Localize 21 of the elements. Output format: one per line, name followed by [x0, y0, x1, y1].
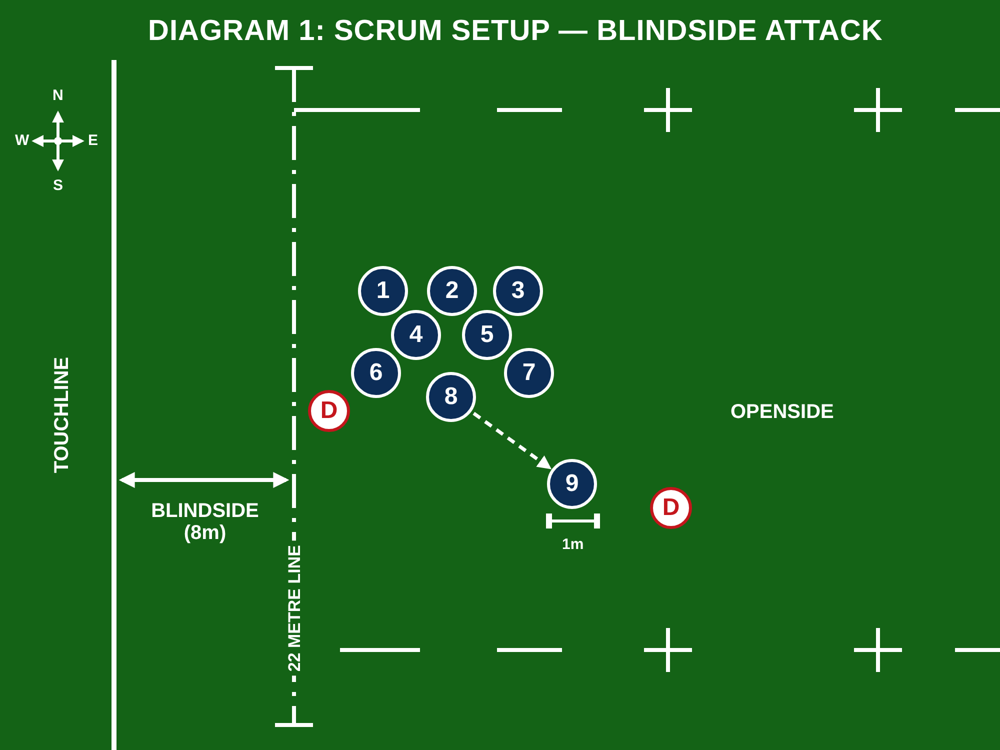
arrow — [472, 412, 552, 470]
player-marker: 2 — [427, 266, 477, 316]
compass-letter: S — [53, 178, 64, 194]
compass-letter: W — [15, 132, 30, 149]
player-marker: 9 — [547, 459, 597, 509]
touchline-label: TOUCHLINE — [51, 356, 74, 474]
zone-label: OPENSIDE — [730, 401, 834, 423]
defender-marker: D — [650, 487, 692, 529]
defender-marker: D — [308, 390, 350, 432]
player-marker: 8 — [426, 372, 476, 422]
player-marker: 6 — [351, 348, 401, 398]
player-marker: 7 — [504, 348, 554, 398]
scale-label: 1m — [562, 536, 584, 553]
compass-letter: N — [52, 88, 64, 104]
player-marker: 3 — [493, 266, 543, 316]
compass-letter: E — [88, 132, 98, 149]
diagram-title: DIAGRAM 1: SCRUM SETUP — BLINDSIDE ATTACK — [148, 16, 883, 48]
player-marker: 5 — [462, 310, 512, 360]
zone-label: BLINDSIDE (8m) — [150, 500, 260, 544]
player-marker: 4 — [391, 310, 441, 360]
player-marker: 1 — [358, 266, 408, 316]
